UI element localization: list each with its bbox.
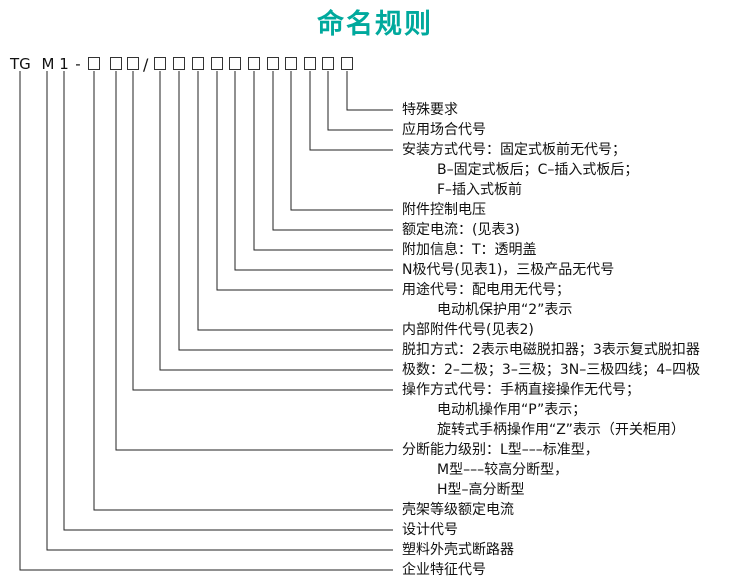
code-box-installation [304, 57, 316, 70]
label-mccb: 塑料外壳式断路器 [402, 542, 514, 558]
code-box-usage [211, 57, 223, 70]
code-prefix-1: 1 [59, 55, 69, 73]
connector-additional-info [253, 71, 393, 251]
connector-accessory-voltage [290, 71, 393, 211]
label-rated-current: 额定电流：(见表3) [402, 222, 520, 238]
connector-n-pole [234, 71, 393, 271]
label-n-pole-code: N极代号(见表1)，三极产品无代号 [402, 262, 615, 278]
code-box-rated-current [267, 57, 279, 70]
code-box-poles [154, 57, 166, 70]
connector-shell-current [93, 71, 393, 511]
label-operation-motor: 电动机操作用“P”表示； [437, 402, 587, 418]
code-prefix-tg: TG [10, 55, 31, 73]
connector-application [327, 71, 393, 131]
connector-internal-accessory [197, 71, 393, 331]
label-accessory-control-voltage: 附件控制电压 [402, 202, 486, 218]
label-application-code: 应用场合代号 [402, 122, 486, 138]
code-box-additional-info [248, 57, 260, 70]
connector-usage [216, 71, 393, 291]
code-box-shell-current [88, 57, 100, 70]
label-breaking-capacity-m: M型–––较高分断型， [437, 462, 569, 478]
label-installation-code-f: F–插入式板前 [437, 182, 523, 198]
code-dash: - [75, 55, 81, 73]
connector-mccb [46, 71, 393, 551]
label-operation-rotary: 旋转式手柄操作用“Z”表示（开关柜用） [437, 422, 685, 438]
connector-trip [178, 71, 393, 351]
label-internal-accessory-code: 内部附件代号(见表2) [402, 322, 534, 338]
code-box-internal-accessory [192, 57, 204, 70]
label-operation-code: 操作方式代号：手柄直接操作无代号； [402, 382, 640, 398]
label-special-requirements: 特殊要求 [402, 102, 458, 118]
label-breaking-capacity-h: H型–高分断型 [437, 482, 525, 498]
label-installation-code-b-c: B–固定式板后；C–插入式板后； [437, 162, 639, 178]
label-breaking-capacity: 分断能力级别：L型–––标准型， [402, 442, 599, 458]
connector-operation [132, 71, 393, 391]
label-company-code: 企业特征代号 [402, 562, 486, 578]
connector-installation [309, 71, 393, 151]
page-title: 命名规则 [317, 9, 433, 40]
code-box-breaking-capacity [110, 57, 122, 70]
code-box-accessory-voltage [285, 57, 297, 70]
code-prefix-m: M [41, 55, 55, 73]
label-frame-rated-current: 壳架等级额定电流 [402, 502, 514, 518]
connector-rated-current [272, 71, 393, 231]
label-usage-motor-protection: 电动机保护用“2”表示 [437, 302, 573, 318]
connector-company [19, 71, 393, 571]
label-design-code: 设计代号 [402, 522, 458, 538]
code-box-trip [173, 57, 185, 70]
code-box-special [341, 57, 353, 70]
connector-poles [159, 71, 393, 371]
code-box-operation [127, 57, 139, 70]
code-box-application [322, 57, 334, 70]
connector-special [346, 71, 393, 111]
code-slash: / [143, 55, 149, 74]
code-box-n-pole [229, 57, 241, 70]
label-usage-code: 用途代号：配电用无代号； [402, 282, 570, 298]
connector-breaking-capacity [115, 71, 393, 451]
label-installation-code: 安装方式代号：固定式板前无代号； [402, 142, 626, 158]
label-poles: 极数：2–二极；3–三极；3N–三极四线；4–四极 [402, 362, 701, 378]
label-additional-info: 附加信息：T：透明盖 [402, 242, 537, 258]
label-trip-type: 脱扣方式：2表示电磁脱扣器；3表示复式脱扣器 [402, 342, 700, 358]
connector-design-code [63, 71, 393, 531]
